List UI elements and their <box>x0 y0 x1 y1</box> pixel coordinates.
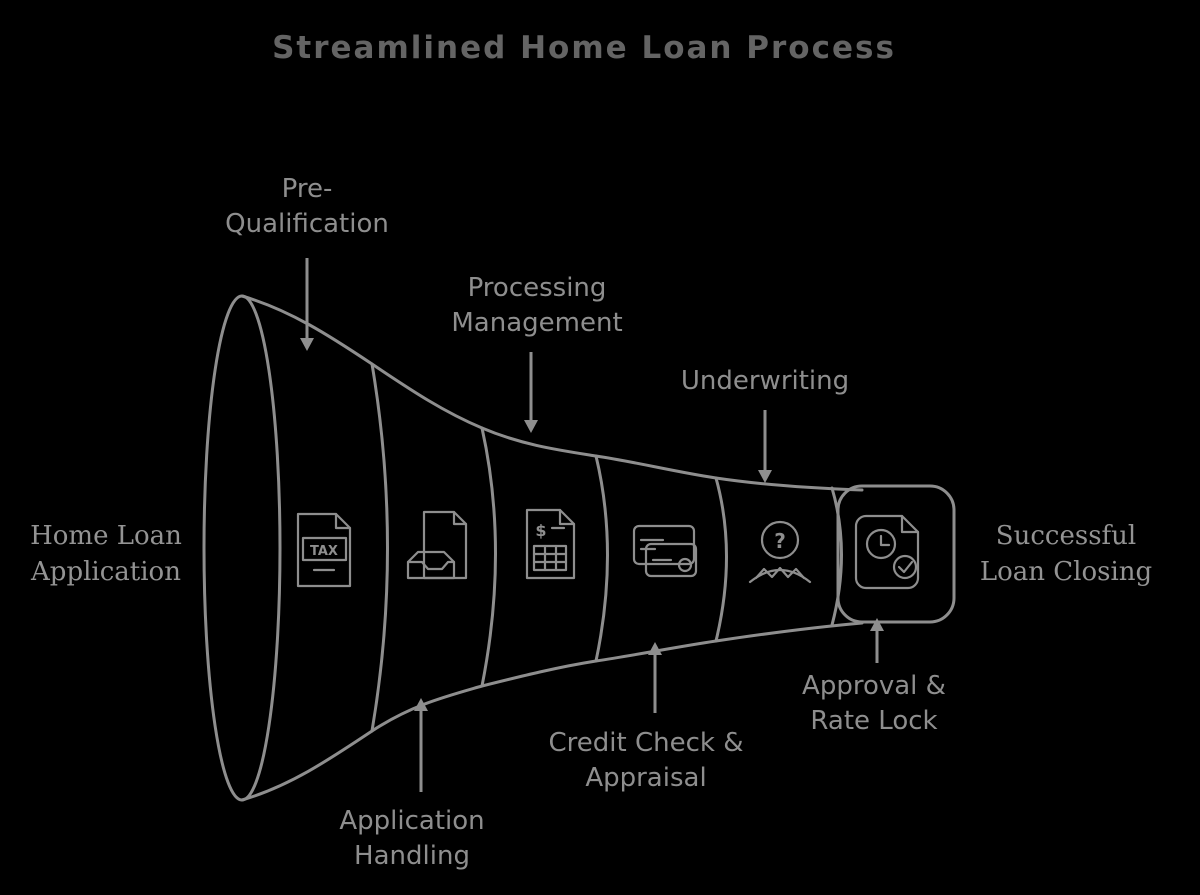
segment-divider-1 <box>370 362 389 733</box>
diagram-title: Streamlined Home Loan Process <box>272 30 896 66</box>
end-label-line2: Loan Closing <box>980 557 1152 587</box>
document-tray-icon <box>406 510 468 580</box>
pre-qualification-line2: Qualification <box>225 209 389 239</box>
stage-label-processing-management: Processing Management <box>451 273 623 433</box>
arrow-down-icon <box>524 420 538 433</box>
segment-divider-5 <box>830 486 843 627</box>
credit-check-line2: Appraisal <box>585 763 706 793</box>
stage-label-pre-qualification: Pre- Qualification <box>225 174 389 351</box>
start-label-line1: Home Loan <box>30 521 182 551</box>
stage-label-underwriting: Underwriting <box>681 366 849 483</box>
underwriting-line1: Underwriting <box>681 366 849 396</box>
tax-icon-text: TAX <box>310 544 338 559</box>
approval-line2: Rate Lock <box>810 706 937 736</box>
approval-line1: Approval & <box>802 671 946 701</box>
arrow-up-icon <box>870 618 884 631</box>
funnel-end-cap <box>836 484 956 624</box>
invoice-icon: $ <box>525 508 576 580</box>
segment-divider-2 <box>480 426 497 688</box>
pre-qualification-line1: Pre- <box>282 174 333 204</box>
segment-divider-3 <box>594 454 609 663</box>
credit-check-line1: Credit Check & <box>549 728 744 758</box>
arrow-up-icon <box>414 698 428 711</box>
arrow-down-icon <box>758 470 772 483</box>
tax-document-icon: TAX <box>296 512 352 588</box>
funnel-bottom-edge <box>240 621 864 802</box>
funnel-mouth-ellipse <box>202 294 282 802</box>
processing-line2: Management <box>451 308 622 338</box>
application-handling-line1: Application <box>339 806 484 836</box>
end-label-line1: Successful <box>996 521 1136 551</box>
start-label-line2: Application <box>30 557 181 587</box>
funnel-body <box>202 294 956 802</box>
stage-label-approval-rate-lock: Approval & Rate Lock <box>802 618 946 736</box>
person-question-icon: ? <box>748 520 812 584</box>
stage-label-credit-check-appraisal: Credit Check & Appraisal <box>549 642 744 793</box>
funnel-endpoint-labels: Home Loan Application Successful Loan Cl… <box>30 521 1152 587</box>
stage-label-application-handling: Application Handling <box>339 698 485 871</box>
segment-divider-4 <box>714 476 728 643</box>
processing-line1: Processing <box>468 273 607 303</box>
invoice-dollar-text: $ <box>535 521 546 540</box>
credit-card-icon <box>632 524 698 578</box>
clock-check-icon <box>854 514 920 590</box>
stage-labels: Pre- Qualification Processing Management… <box>225 174 946 871</box>
arrow-down-icon <box>300 338 314 351</box>
arrow-up-icon <box>648 642 662 655</box>
funnel-top-edge <box>240 294 864 492</box>
application-handling-line2: Handling <box>354 841 470 871</box>
stage-icons: TAX $ <box>296 508 920 590</box>
person-question-text: ? <box>774 529 786 553</box>
